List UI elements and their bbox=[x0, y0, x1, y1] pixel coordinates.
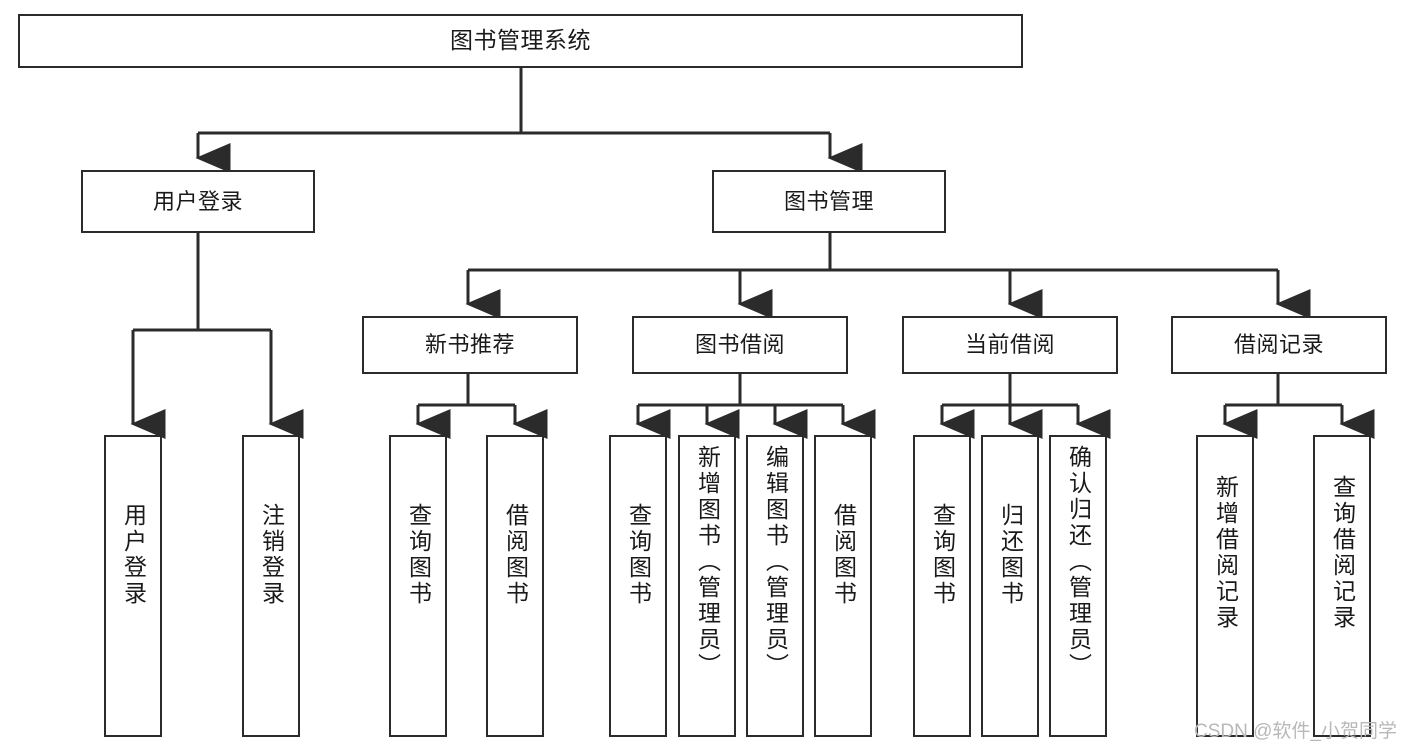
node-borrow-records[interactable]: 借阅记录 bbox=[1171, 316, 1387, 374]
node-book-borrow[interactable]: 图书借阅 bbox=[632, 316, 848, 374]
edges-records-to-leaves bbox=[1222, 374, 1375, 439]
node-label: 新增图书（管理员） bbox=[694, 445, 721, 679]
node-label: 借阅记录 bbox=[1233, 332, 1324, 358]
leaf-edit-book-admin[interactable]: 编辑图书（管理员） bbox=[746, 435, 804, 737]
csdn-watermark: CSDN @软件_小贺同学 bbox=[1194, 721, 1397, 742]
node-label: 当前借阅 bbox=[964, 332, 1055, 358]
node-label: 图书借阅 bbox=[694, 332, 785, 358]
edges-root-to-level1 bbox=[195, 68, 863, 173]
node-label: 图书管理 bbox=[783, 188, 874, 214]
leaf-query-borrow-record[interactable]: 查询借阅记录 bbox=[1313, 435, 1371, 737]
edges-login-to-leaves bbox=[130, 233, 304, 439]
node-user-login[interactable]: 用户登录 bbox=[81, 170, 315, 233]
node-label: 归还图书 bbox=[997, 503, 1024, 607]
leaf-logout[interactable]: 注销登录 bbox=[242, 435, 300, 737]
node-label: 新增借阅记录 bbox=[1212, 475, 1239, 631]
node-label: 新书推荐 bbox=[424, 332, 515, 358]
node-label: 查询图书 bbox=[405, 503, 432, 607]
node-label: 确认归还（管理员） bbox=[1065, 445, 1092, 679]
edges-borrow-to-leaves bbox=[635, 374, 876, 439]
leaf-return-book[interactable]: 归还图书 bbox=[981, 435, 1039, 737]
node-root-book-management-system[interactable]: 图书管理系统 bbox=[18, 14, 1023, 68]
leaf-query-book-current[interactable]: 查询图书 bbox=[913, 435, 971, 737]
leaf-user-login[interactable]: 用户登录 bbox=[104, 435, 162, 737]
node-label: 编辑图书（管理员） bbox=[762, 445, 789, 679]
node-label: 查询借阅记录 bbox=[1329, 475, 1356, 631]
leaf-query-book-borrow[interactable]: 查询图书 bbox=[609, 435, 667, 737]
node-book-management[interactable]: 图书管理 bbox=[712, 170, 946, 233]
node-label: 借阅图书 bbox=[830, 503, 857, 607]
node-label: 借阅图书 bbox=[502, 503, 529, 607]
leaf-lend-book[interactable]: 借阅图书 bbox=[814, 435, 872, 737]
leaf-borrow-book-newbook[interactable]: 借阅图书 bbox=[486, 435, 544, 737]
node-label: 注销登录 bbox=[258, 503, 285, 607]
leaf-add-book-admin[interactable]: 新增图书（管理员） bbox=[678, 435, 736, 737]
edges-bookmgmt-to-level2 bbox=[465, 233, 1311, 319]
leaf-add-borrow-record[interactable]: 新增借阅记录 bbox=[1196, 435, 1254, 737]
node-new-book-recommend[interactable]: 新书推荐 bbox=[362, 316, 578, 374]
leaf-query-book-newbook[interactable]: 查询图书 bbox=[389, 435, 447, 737]
node-current-borrow[interactable]: 当前借阅 bbox=[902, 316, 1118, 374]
leaf-confirm-return-admin[interactable]: 确认归还（管理员） bbox=[1049, 435, 1107, 737]
node-label: 用户登录 bbox=[120, 503, 147, 607]
node-label: 查询图书 bbox=[929, 503, 956, 607]
node-label: 图书管理系统 bbox=[450, 27, 591, 54]
node-label: 用户登录 bbox=[152, 188, 243, 214]
edges-newbook-to-leaves bbox=[415, 374, 548, 439]
node-label: 查询图书 bbox=[625, 503, 652, 607]
edges-current-to-leaves bbox=[939, 374, 1111, 439]
